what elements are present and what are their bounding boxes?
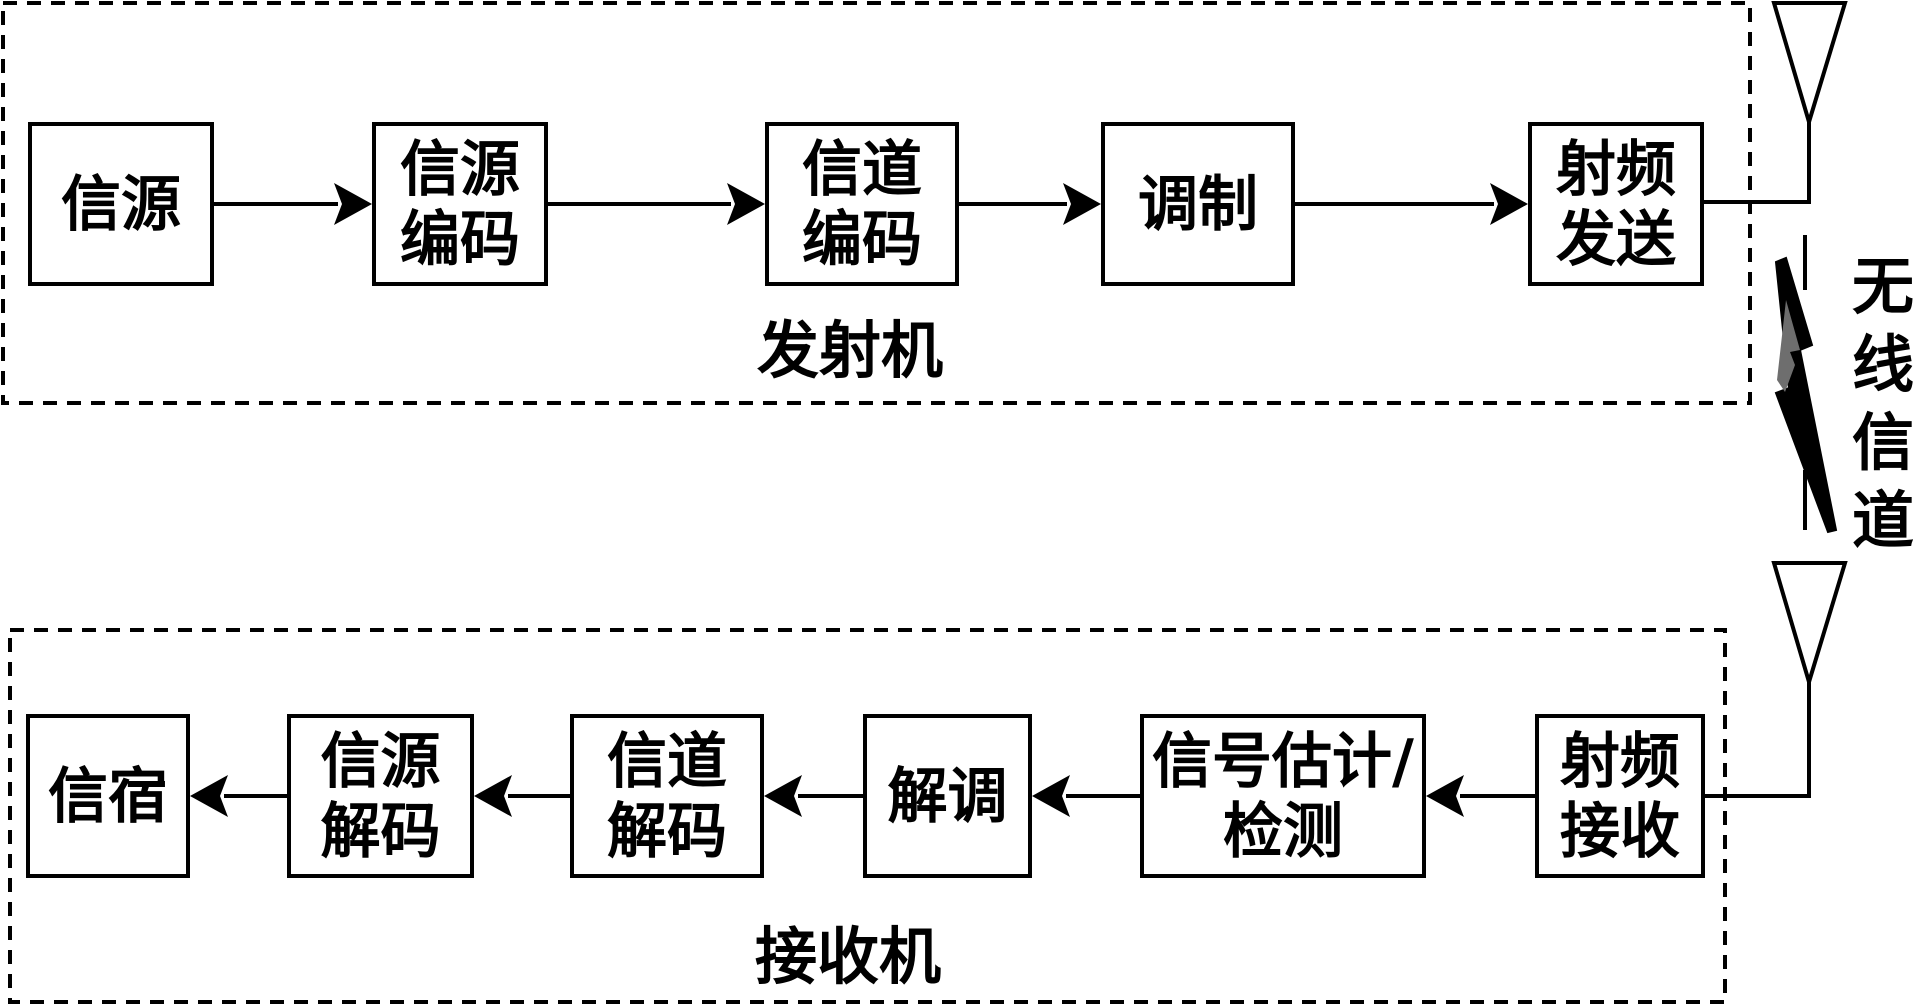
block-label-line: 射频 <box>1556 135 1676 205</box>
block-label-line: 信宿 <box>48 762 168 832</box>
block-label-line: 信道 <box>802 135 922 205</box>
block-label-line: 发送 <box>1556 205 1676 275</box>
arrowhead-icon <box>334 183 372 225</box>
tx-source-block: 信源 <box>28 122 214 286</box>
transmitter-label: 发射机 <box>757 314 943 387</box>
block-label-line: 解码 <box>607 797 727 867</box>
arrowhead-icon <box>474 775 512 817</box>
block-label-line: 解调 <box>888 762 1008 832</box>
transmitter-connections <box>212 183 1528 225</box>
block-label-line: 信源 <box>321 727 441 797</box>
receiver-blocks: 信宿信源解码信道解码解调信号估计/检测射频接收 <box>26 714 1705 878</box>
rx-signal-estimation-detection-block: 信号估计/检测 <box>1140 714 1426 878</box>
block-label-line: 解码 <box>321 797 441 867</box>
wireless-channel-label: 无 线 信 道 <box>1852 250 1913 557</box>
block-label-line: 检测 <box>1223 797 1343 867</box>
rx-demodulation-block: 解调 <box>863 714 1032 878</box>
rx-sink-block: 信宿 <box>26 714 190 878</box>
channel-label-char: 线 <box>1852 328 1913 401</box>
arrowhead-icon <box>764 775 802 817</box>
block-label-line: 信源 <box>400 135 520 205</box>
block-label-line: 信源 <box>61 170 181 240</box>
channel-label-char: 无 <box>1852 250 1913 323</box>
arrowhead-icon <box>727 183 765 225</box>
arrowhead-icon <box>1063 183 1101 225</box>
transmit-antenna-icon <box>1703 0 1848 204</box>
block-label-line: 信号估计/ <box>1152 727 1414 797</box>
arrowhead-icon <box>1426 775 1464 817</box>
block-label-line: 调制 <box>1138 170 1258 240</box>
wireless-channel-icon <box>1774 235 1838 534</box>
channel-label-char: 道 <box>1852 484 1913 557</box>
block-label-line: 信道 <box>607 727 727 797</box>
tx-modulation-block: 调制 <box>1101 122 1295 286</box>
arrowhead-icon <box>190 775 228 817</box>
block-label-line: 射频 <box>1560 727 1680 797</box>
receiver-frame <box>8 628 1727 1004</box>
arrowhead-icon <box>1032 775 1070 817</box>
receive-antenna-icon <box>1703 561 1848 798</box>
receiver-connections <box>190 775 1537 817</box>
channel-label-char: 信 <box>1852 406 1913 479</box>
block-label-line: 编码 <box>400 205 520 275</box>
transmitter-blocks: 信源信源编码信道编码调制射频发送 <box>28 122 1704 286</box>
arrowhead-icon <box>1490 183 1528 225</box>
block-label-line: 编码 <box>802 205 922 275</box>
block-label-line: 接收 <box>1560 797 1680 867</box>
receiver-label: 接收机 <box>755 920 941 993</box>
